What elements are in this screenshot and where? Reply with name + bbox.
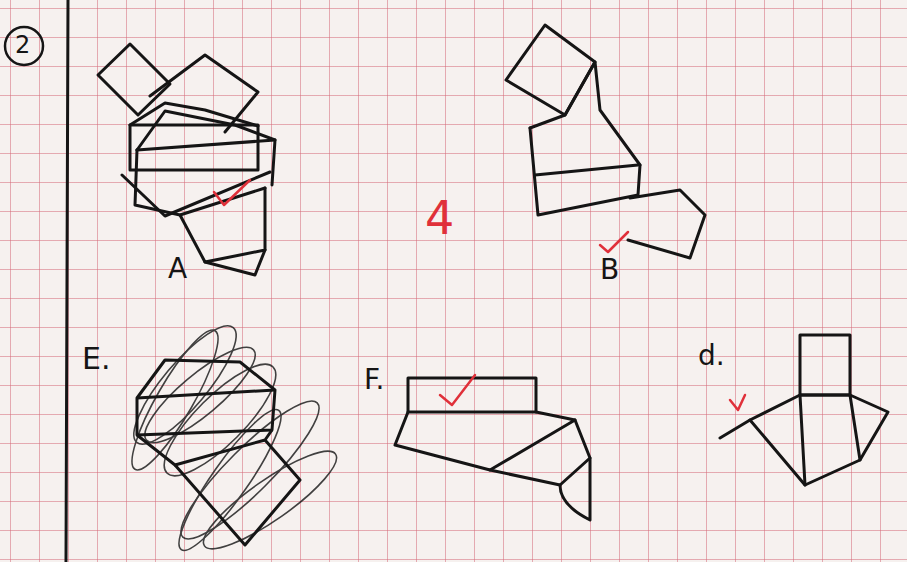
net-letter: d. (698, 342, 725, 370)
grade-mark: 4 (425, 195, 454, 241)
question-number: 2 (15, 33, 30, 57)
net-letter: A (168, 255, 187, 283)
net-letter: B (600, 256, 619, 284)
net-letter: E. (82, 344, 111, 374)
net-letter: F. (364, 366, 385, 394)
